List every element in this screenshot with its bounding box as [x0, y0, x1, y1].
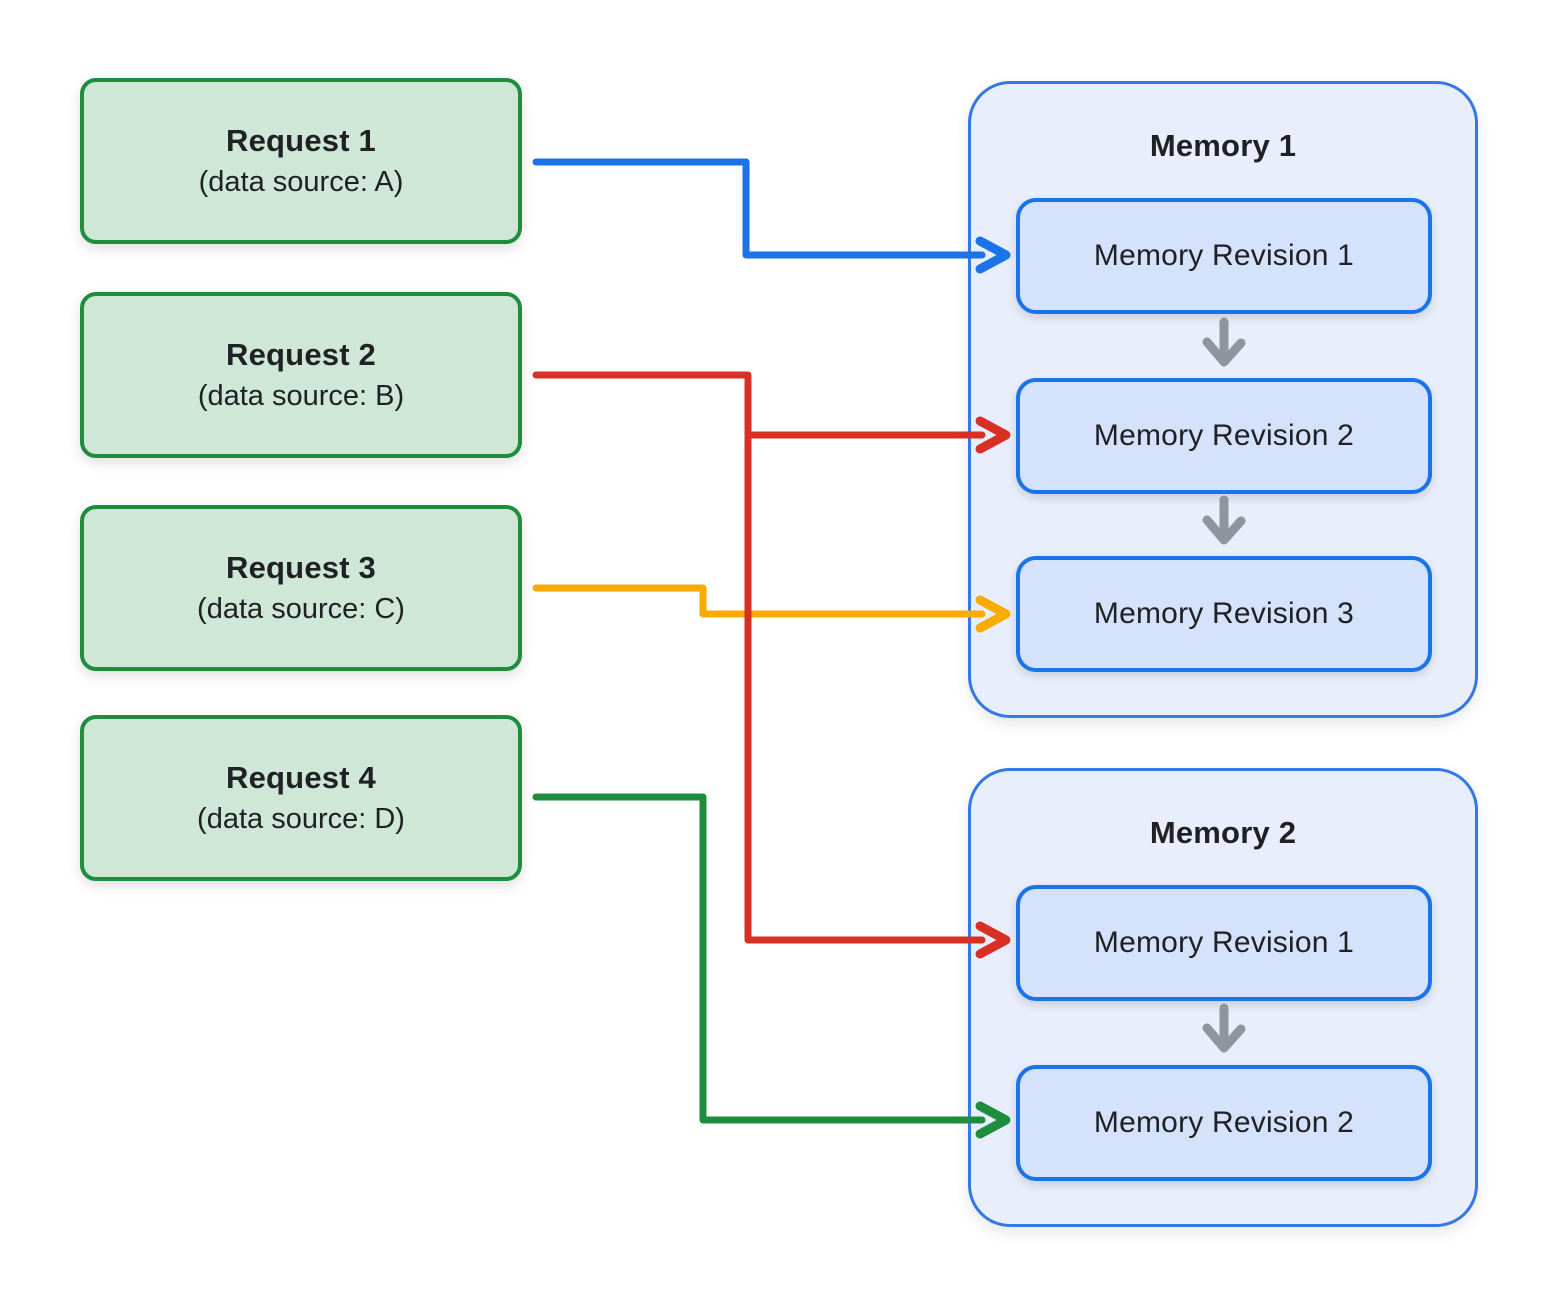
memory-1-revision-3-box: Memory Revision 3: [1016, 556, 1432, 672]
memory-1-title: Memory 1: [1149, 128, 1297, 163]
memory-1-revision-3-label: Memory Revision 3: [1093, 597, 1355, 630]
request-2-box: Request 2 (data source: B): [80, 292, 522, 458]
request-2-subtitle: (data source: B): [197, 379, 405, 412]
request-1-subtitle: (data source: A): [198, 165, 404, 198]
memory-2-panel: Memory 2 Memory Revision 1 Memory Revisi…: [968, 768, 1478, 1227]
memory-1-panel: Memory 1 Memory Revision 1 Memory Revisi…: [968, 81, 1478, 718]
request-2-title: Request 2: [226, 336, 376, 372]
request-4-subtitle: (data source: D): [197, 802, 405, 835]
memory-2-title: Memory 2: [1149, 815, 1297, 850]
memory-1-revision-1-box: Memory Revision 1: [1016, 198, 1432, 314]
request-3-subtitle: (data source: C): [197, 592, 405, 625]
connector-request2-to-m2r1-line: [532, 371, 986, 944]
request-4-title: Request 4: [226, 759, 376, 795]
request-1-box: Request 1 (data source: A): [80, 78, 522, 244]
memory-2-revision-1-label: Memory Revision 1: [1093, 926, 1355, 959]
memory-1-revision-2-box: Memory Revision 2: [1016, 378, 1432, 494]
memory-2-revision-1-box: Memory Revision 1: [1016, 885, 1432, 1001]
request-4-box: Request 4 (data source: D): [80, 715, 522, 881]
request-3-box: Request 3 (data source: C): [80, 505, 522, 671]
connector-request4-to-m2r2-line: [532, 793, 986, 1124]
memory-2-revision-2-label: Memory Revision 2: [1093, 1106, 1355, 1139]
request-1-title: Request 1: [226, 122, 376, 158]
memory-2-revision-2-box: Memory Revision 2: [1016, 1065, 1432, 1181]
memory-1-revision-2-label: Memory Revision 2: [1093, 419, 1355, 452]
memory-1-revision-1-label: Memory Revision 1: [1093, 239, 1355, 272]
request-3-title: Request 3: [226, 549, 376, 585]
connector-request3-to-m1r3-line: [532, 584, 986, 618]
connector-request1-to-m1r1-line: [532, 158, 986, 259]
